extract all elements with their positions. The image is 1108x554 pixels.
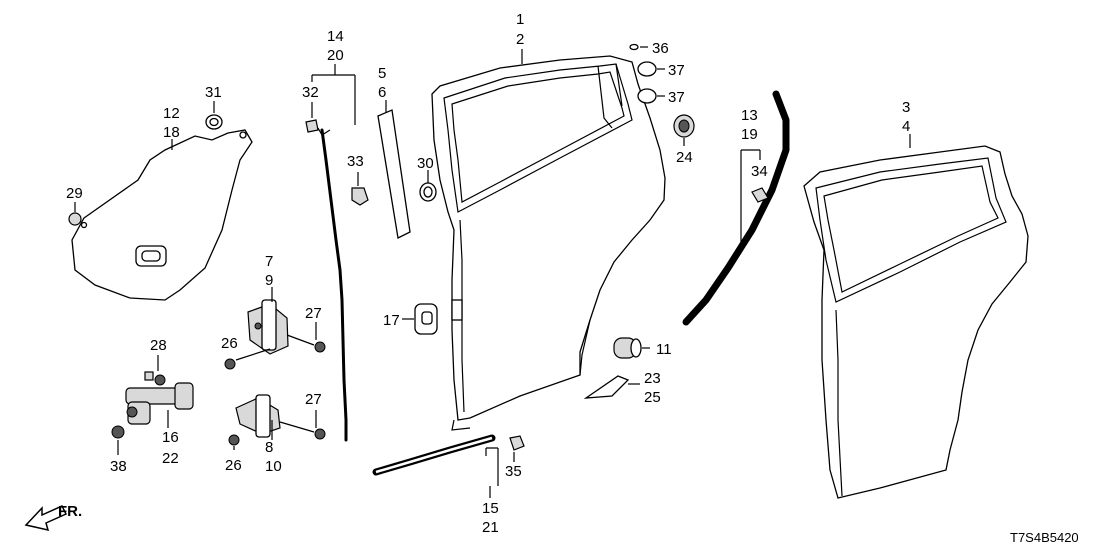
clip-32 (305, 119, 319, 133)
callout-29: 29 (66, 185, 83, 202)
callout-33: 33 (347, 153, 364, 170)
callout-3: 3 (902, 99, 910, 116)
lower-hinge (235, 394, 281, 438)
sash-garnish (377, 109, 411, 239)
callout-37-lower: 37 (668, 89, 685, 106)
waterproof-sheet (71, 129, 253, 301)
callout-32: 32 (302, 84, 319, 101)
bolt-26-lower (228, 434, 240, 446)
rear-door-right (803, 145, 1029, 499)
callout-28: 28 (150, 337, 167, 354)
clip-33 (351, 187, 369, 206)
callout-34: 34 (751, 163, 768, 180)
callout-31: 31 (205, 84, 222, 101)
seal-37-lower (637, 88, 657, 104)
callout-21: 21 (482, 519, 499, 536)
door-checker (125, 371, 194, 425)
protector-23 (583, 375, 630, 399)
callout-27-lower: 27 (305, 391, 322, 408)
callout-36: 36 (652, 40, 669, 57)
callout-35: 35 (505, 463, 522, 480)
upper-hinge (247, 299, 289, 355)
callout-37-upper: 37 (668, 62, 685, 79)
callout-14: 14 (327, 28, 344, 45)
bolt-26-upper (224, 358, 236, 370)
bolt-27-upper (314, 341, 326, 353)
callout-19: 19 (741, 126, 758, 143)
rear-door-left (431, 55, 666, 431)
callout-17: 17 (383, 312, 400, 329)
seal-36 (629, 43, 639, 51)
callout-15: 15 (482, 500, 499, 517)
clip-29 (68, 212, 82, 226)
callout-6: 6 (378, 84, 386, 101)
bolt-27-lower (314, 428, 326, 440)
callout-30: 30 (417, 155, 434, 172)
callout-26-lower: 26 (225, 457, 242, 474)
callout-13: 13 (741, 107, 758, 124)
callout-4: 4 (902, 118, 910, 135)
callout-18: 18 (163, 124, 180, 141)
door-weatherstrip-14 (320, 128, 348, 442)
callout-26-upper: 26 (221, 335, 238, 352)
callout-38: 38 (110, 458, 127, 475)
callout-27-upper: 27 (305, 305, 322, 322)
callout-25: 25 (644, 389, 661, 406)
front-direction-arrow: FR. (24, 503, 82, 532)
callout-7: 7 (265, 253, 273, 270)
callout-24: 24 (676, 149, 693, 166)
callout-10: 10 (265, 458, 282, 475)
bolt-38 (111, 425, 125, 439)
callout-5: 5 (378, 65, 386, 82)
seal-37-upper (637, 61, 657, 77)
callout-1: 1 (516, 11, 524, 28)
callout-16: 16 (162, 429, 179, 446)
callout-20: 20 (327, 47, 344, 64)
callout-9: 9 (265, 272, 273, 289)
front-label: FR. (58, 503, 82, 520)
clip-34 (751, 187, 769, 203)
belt-weatherstrip (682, 90, 790, 326)
diagram-code: T7S4B5420 (1010, 530, 1079, 545)
callout-11: 11 (656, 341, 672, 358)
callout-2: 2 (516, 31, 524, 48)
clip-35 (509, 435, 525, 451)
callout-22: 22 (162, 450, 179, 467)
callout-12: 12 (163, 105, 180, 122)
callout-23: 23 (644, 370, 661, 387)
callout-8: 8 (265, 439, 273, 456)
